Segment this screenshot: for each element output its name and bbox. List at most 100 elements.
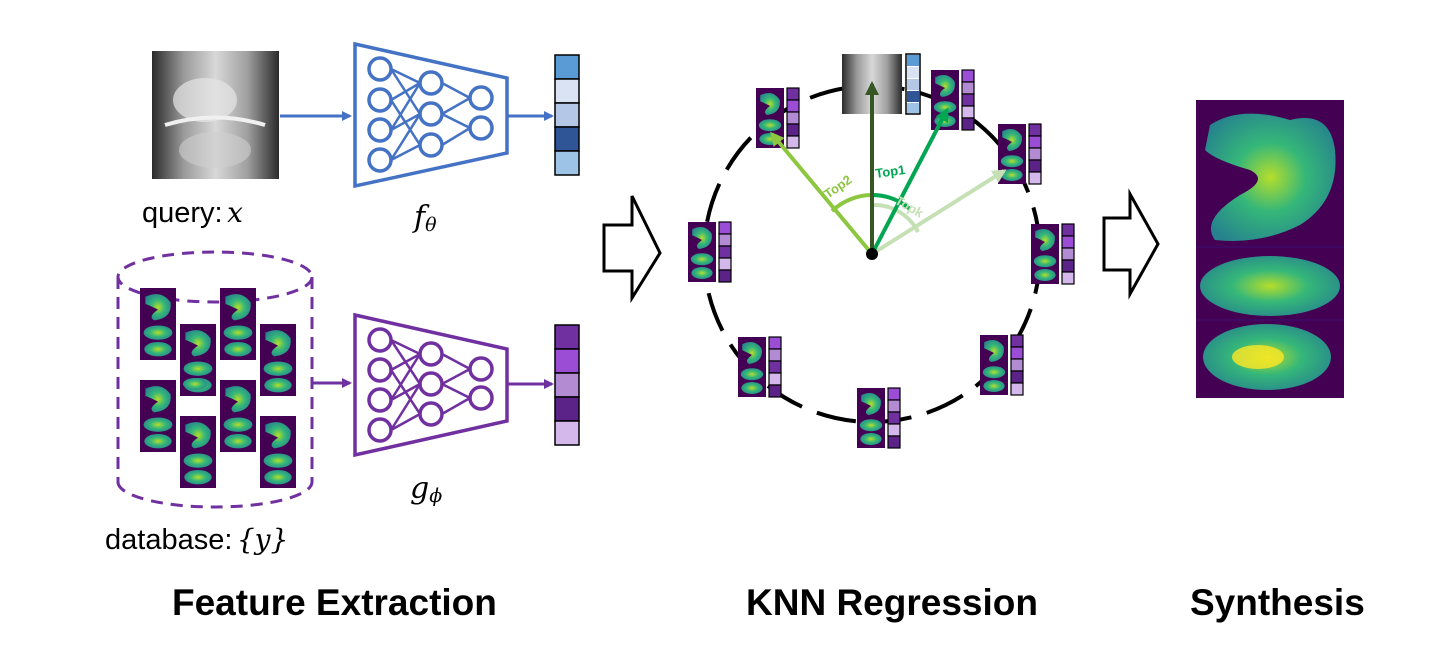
- query-xray-image: [152, 51, 279, 179]
- sample-thumbnail: [140, 288, 176, 360]
- neighbor-feature-cell: [718, 233, 732, 247]
- neighbor-feature-cell: [1061, 271, 1075, 285]
- stage-arrow-1: [602, 195, 662, 304]
- encoder-f-symbol: f: [414, 200, 426, 235]
- neighbor-feature-cell: [1010, 382, 1024, 396]
- section-knn-regression: KNN Regression: [746, 582, 1038, 623]
- neighbor-feature-cell: [1061, 235, 1075, 249]
- neighbor-feature-cell: [1028, 171, 1042, 185]
- sample-thumbnail: [998, 124, 1026, 184]
- query-feature-cell: [554, 54, 580, 80]
- database-label: database: {y}: [105, 523, 288, 557]
- neighbor-feature-cell: [718, 245, 732, 259]
- neighbor-sample: [980, 334, 1024, 396]
- query-feature-cell: [554, 126, 580, 152]
- neighbor-feature-cell: [768, 372, 782, 386]
- encoder-f-network: [353, 41, 509, 189]
- sample-thumbnail: [980, 335, 1008, 395]
- encoder-f-label: fθ: [414, 200, 437, 236]
- neighbor-feature-cell: [961, 105, 975, 119]
- neighbor-feature-cell: [887, 435, 901, 449]
- neighbor-feature-cell: [1028, 147, 1042, 161]
- database-feature-vector: [554, 324, 580, 446]
- neighbor-feature-cell: [961, 81, 975, 95]
- neighbor-feature-cell: [1061, 223, 1075, 237]
- neighbor-feature-cell: [1010, 370, 1024, 384]
- neighbor-feature-cell: [1061, 247, 1075, 261]
- knn-query-sample: [842, 53, 921, 115]
- encoder-g-symbol: g: [410, 471, 430, 506]
- encoder-g-network: [353, 312, 509, 458]
- neighbor-feature-cell: [786, 87, 800, 101]
- sample-thumbnail: [220, 380, 256, 452]
- neighbor-sample: [998, 123, 1042, 185]
- neighbor-feature-cell: [768, 384, 782, 398]
- embedding-origin: [866, 248, 878, 260]
- neighbor-sample: [1031, 223, 1075, 285]
- neighbor-feature-cell: [786, 123, 800, 137]
- neighbor-feature-cell: [961, 69, 975, 83]
- db-feature-cell: [554, 348, 580, 374]
- neighbor-feature-cell: [1010, 358, 1024, 372]
- neighbor-feature-cell: [961, 117, 975, 131]
- topk-label: Topk: [893, 193, 927, 221]
- database-thumbnails: [140, 288, 296, 488]
- db-feature-cell: [554, 396, 580, 422]
- neighbor-sample: [931, 69, 975, 131]
- neighbor-sample: [738, 336, 782, 398]
- neighbor-feature-cell: [768, 360, 782, 374]
- sample-thumbnail: [260, 324, 296, 396]
- db-feature-cell: [554, 324, 580, 350]
- database-variable: {y}: [236, 523, 289, 556]
- query-label: query: x: [142, 196, 243, 230]
- neighbor-feature-cell: [718, 269, 732, 283]
- neighbor-feature-cell: [718, 221, 732, 235]
- neighbor-feature-cell: [718, 257, 732, 271]
- neighbor-feature-cell: [768, 348, 782, 362]
- neighbor-feature-cell: [887, 423, 901, 437]
- query-label-prefix: query:: [142, 197, 223, 229]
- sample-thumbnail: [1031, 224, 1059, 284]
- database-label-prefix: database:: [105, 524, 233, 556]
- neighbor-feature-cell: [768, 336, 782, 350]
- neighbor-feature-cell: [1061, 259, 1075, 273]
- top1-angle-arc: [871, 193, 912, 211]
- neighbor-feature-cell: [786, 111, 800, 125]
- sample-thumbnail: [931, 70, 959, 130]
- neighbor-feature-cell: [786, 135, 800, 149]
- neighbor-feature-cell: [1028, 123, 1042, 137]
- encoder-f-subscript: θ: [425, 214, 437, 237]
- neighbor-sample: [688, 221, 732, 283]
- section-feature-extraction: Feature Extraction: [172, 582, 497, 623]
- neighbor-feature-cell: [1028, 135, 1042, 149]
- neighbor-sample: [857, 387, 901, 449]
- neighbor-feature-cell: [887, 387, 901, 401]
- neighbor-feature-cell: [961, 93, 975, 107]
- sample-thumbnail: [756, 88, 784, 148]
- topk-arrow: [870, 169, 1007, 256]
- neighbor-feature-cell: [786, 99, 800, 113]
- db-feature-cell: [554, 420, 580, 446]
- top2-arrow: [770, 131, 874, 256]
- section-synthesis: Synthesis: [1190, 582, 1365, 623]
- query-variable: x: [227, 196, 243, 229]
- query-feature-vector: [554, 54, 580, 176]
- query-feature-cell: [554, 102, 580, 128]
- db-feature-cell: [554, 372, 580, 398]
- top2-label: Top2: [821, 172, 854, 202]
- neighbor-feature-cell: [1010, 334, 1024, 348]
- database-cylinder: [116, 250, 314, 509]
- top2-angle-arc: [830, 193, 873, 213]
- sample-thumbnail: [260, 416, 296, 488]
- neighbor-samples: [688, 69, 1075, 449]
- synthesis-output-image: [1196, 100, 1344, 398]
- neighbor-feature-cell: [1028, 159, 1042, 173]
- sample-thumbnail: [180, 416, 216, 488]
- neighbor-feature-cell: [887, 399, 901, 413]
- sample-thumbnail: [220, 288, 256, 360]
- sample-thumbnail: [738, 337, 766, 397]
- sample-thumbnail: [688, 222, 716, 282]
- query-feature-cell: [554, 150, 580, 176]
- neighbor-feature-cell: [1010, 346, 1024, 360]
